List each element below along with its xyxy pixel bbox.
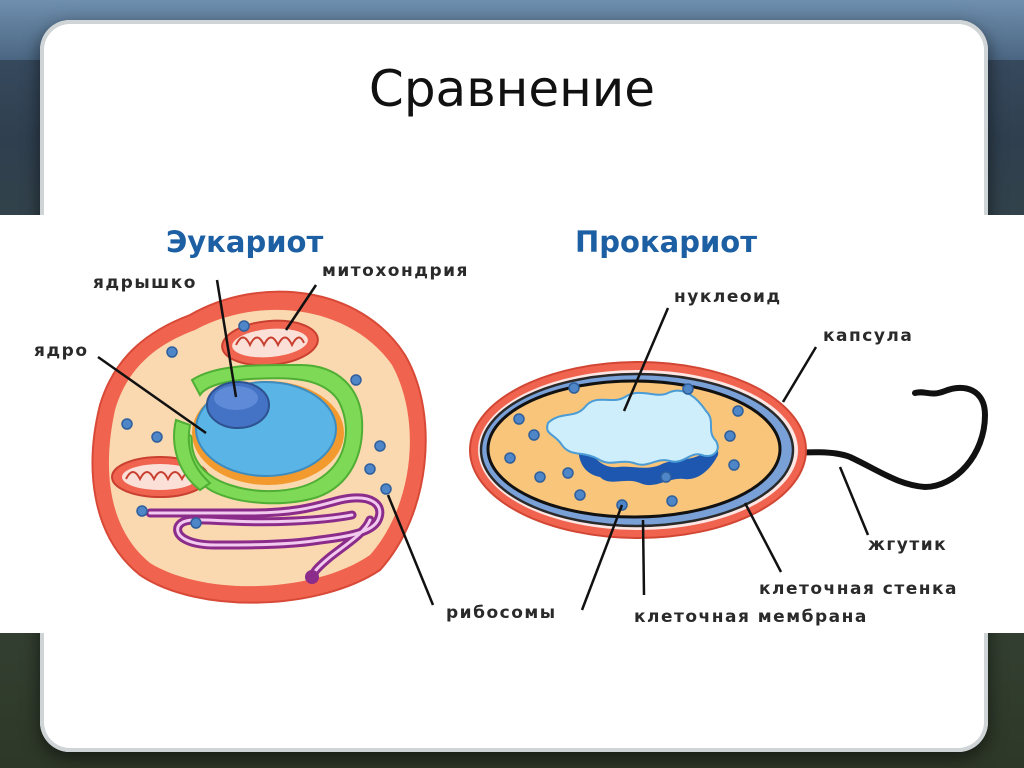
nucleoid — [546, 389, 719, 486]
eukaryote-heading: Эукариот — [166, 225, 324, 259]
label-mitochondria: митохондрия — [322, 261, 469, 281]
flagellum — [769, 384, 989, 491]
label-nucleolus: ядрышко — [93, 273, 197, 293]
cell-comparison-diagram: Эукариот Прокариот ядрышко митохондрия я… — [0, 215, 1024, 633]
label-flagellum: жгутик — [868, 535, 948, 555]
eukaryote-pointer-lines — [97, 279, 435, 606]
prokaryote-ribosomes — [504, 382, 744, 511]
prokaryote-pointer-lines — [580, 307, 870, 611]
label-cell-wall: клеточная стенка — [759, 579, 958, 599]
prokaryote-heading: Прокариот — [575, 225, 758, 259]
label-nucleoid: нуклеоид — [674, 287, 782, 307]
label-nucleus: ядро — [34, 341, 89, 361]
eukaryote-ribosomes — [121, 320, 392, 529]
eukaryote-cell — [91, 279, 435, 606]
label-capsule: капсула — [823, 326, 914, 346]
mitochondrion-top — [221, 319, 319, 367]
nucleolus — [206, 381, 270, 429]
slide-title: Сравнение — [368, 60, 656, 118]
label-ribosomes: рибосомы — [446, 603, 557, 623]
cell-illustrations — [91, 279, 989, 611]
label-cell-membrane: клеточная мембрана — [634, 607, 868, 627]
prokaryote-cell — [469, 307, 989, 611]
